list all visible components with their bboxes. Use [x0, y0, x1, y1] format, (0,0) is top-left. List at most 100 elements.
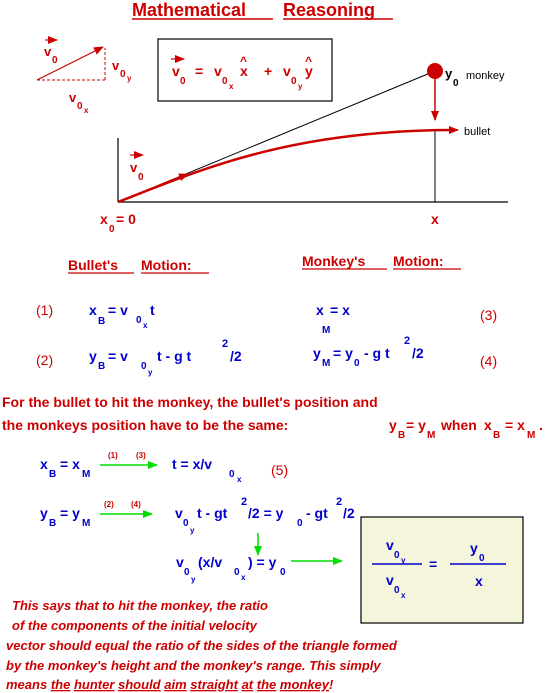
svg-text:0: 0 [394, 550, 400, 561]
svg-text:means the hunter should aim st: means the hunter should aim straight at … [6, 677, 334, 692]
v0-launch-arrow [159, 173, 189, 186]
svg-text:0: 0 [138, 172, 144, 183]
title-word-1: Mathematical [132, 0, 246, 20]
svg-text:0: 0 [229, 469, 235, 480]
svg-text:y: y [127, 74, 132, 83]
svg-text:0: 0 [234, 567, 240, 578]
svg-text:t - gt: t - gt [197, 505, 228, 521]
svg-text:Motion:: Motion: [141, 257, 192, 273]
svg-text:=: = [429, 556, 437, 572]
svg-text:x: x [241, 573, 246, 582]
svg-text:x: x [84, 106, 89, 115]
v0-label: v [44, 44, 52, 59]
svg-text:For the bullet to hit the monk: For the bullet to hit the monkey, the bu… [2, 394, 378, 410]
svg-text:^: ^ [305, 54, 312, 68]
svg-text:/2: /2 [230, 348, 242, 364]
svg-text:0: 0 [136, 315, 142, 326]
svg-text:y: y [313, 345, 321, 361]
svg-text:Bullet's: Bullet's [68, 257, 118, 273]
svg-text:0: 0 [109, 224, 115, 235]
equation-2: (2) y B = v 0 y t - g t 2 /2 [36, 338, 242, 377]
svg-text:of the components of the initi: of the components of the initial velocit… [12, 618, 258, 633]
svg-text:0: 0 [479, 553, 485, 564]
x-label: x [431, 211, 439, 227]
svg-text:(x/v: (x/v [198, 554, 222, 570]
svg-text:= y: = y [333, 345, 353, 361]
svg-text:= v: = v [108, 302, 128, 318]
svg-text:v: v [386, 537, 394, 553]
svg-text:y: y [89, 348, 97, 364]
svg-text:M: M [427, 430, 435, 441]
svg-text:+: + [264, 63, 272, 79]
svg-text:x: x [89, 302, 97, 318]
svg-text:y: y [191, 575, 196, 584]
svg-text:x: x [316, 302, 324, 318]
svg-text:x: x [40, 456, 48, 472]
svg-text:0: 0 [183, 518, 189, 529]
svg-text:y: y [305, 63, 313, 79]
svg-text:= x: = x [60, 456, 80, 472]
svg-text:y: y [190, 526, 195, 535]
svg-text:= x: = x [505, 417, 525, 433]
svg-text:B: B [493, 430, 500, 441]
svg-text:t = x/v: t = x/v [172, 456, 212, 472]
svg-text:vector should equal the ratio: vector should equal the ratio of the sid… [6, 638, 398, 653]
bullet-trajectory [117, 128, 456, 204]
svg-text:= 0: = 0 [116, 211, 136, 227]
svg-text:2: 2 [336, 496, 342, 508]
svg-text:.: . [539, 417, 543, 433]
svg-text:y: y [298, 82, 303, 91]
svg-text:= y: = y [406, 417, 426, 433]
svg-text:B: B [398, 430, 405, 441]
svg-text:0: 0 [180, 76, 186, 87]
svg-text:B: B [49, 518, 56, 529]
svg-text:(2): (2) [36, 352, 53, 368]
svg-text:x: x [237, 475, 242, 484]
trajectory-diagram: y 0 monkey bullet v 0 x 0 = 0 x [100, 63, 508, 235]
derivation-row-2: y B = y M (2) (4) v 0 y t - gt 2 /2 = y … [40, 496, 355, 556]
svg-text:B: B [98, 361, 105, 372]
svg-text:^: ^ [240, 54, 247, 68]
svg-text:v: v [172, 63, 180, 79]
svg-text:2: 2 [222, 338, 228, 350]
bullet-label: bullet [464, 126, 490, 138]
svg-text:B: B [49, 469, 56, 480]
svg-text:v: v [386, 572, 394, 588]
svg-text:t - g t: t - g t [157, 348, 192, 364]
launch-v0-label: v [130, 160, 138, 175]
svg-text:x: x [143, 321, 148, 330]
monkey-motion-heading: Monkey's Motion: [302, 253, 461, 270]
monkey-y0-label: y [445, 66, 453, 81]
svg-text:by the monkey's height and the: by the monkey's height and the monkey's … [6, 658, 381, 673]
svg-text:Motion:: Motion: [393, 253, 444, 269]
svg-text:v: v [176, 554, 184, 570]
svg-text:Monkey's: Monkey's [302, 253, 365, 269]
svg-text:0: 0 [52, 55, 58, 66]
svg-text:x: x [229, 82, 234, 91]
svg-text:x: x [475, 573, 483, 589]
svg-text:/2: /2 [343, 505, 355, 521]
svg-text:y: y [470, 540, 478, 556]
title-word-2: Reasoning [283, 0, 375, 20]
svg-text:y: y [40, 505, 48, 521]
svg-text:y: y [148, 368, 153, 377]
svg-text:t: t [150, 302, 155, 318]
svg-text:(3): (3) [480, 307, 497, 323]
svg-text:0: 0 [120, 69, 126, 80]
result-ratio-box: v 0 y v 0 x = y 0 x [360, 516, 524, 624]
x0-label: x [100, 211, 108, 227]
derivation-row-3: v 0 y (x/v 0 x ) = y 0 [176, 554, 343, 584]
svg-text:) = y: ) = y [248, 554, 277, 570]
svg-text:This says that to hit the monk: This says that to hit the monkey, the ra… [12, 598, 268, 613]
svg-text:M: M [527, 430, 535, 441]
svg-text:y: y [401, 556, 406, 565]
svg-text:(4): (4) [480, 353, 497, 369]
svg-text:2: 2 [241, 496, 247, 508]
bullet-motion-heading: Bullet's Motion: [68, 257, 209, 274]
svg-text:(3): (3) [136, 451, 146, 460]
svg-text:the monkeys position have to b: the monkeys position have to be the same… [2, 417, 288, 433]
equation-1: (1) x B = v 0 x t [36, 302, 155, 330]
vector-equation-box: v 0 = v 0 x x ^ + v 0 y y ^ [157, 38, 333, 102]
monkey-dot [427, 63, 443, 79]
svg-text:0: 0 [297, 518, 303, 529]
